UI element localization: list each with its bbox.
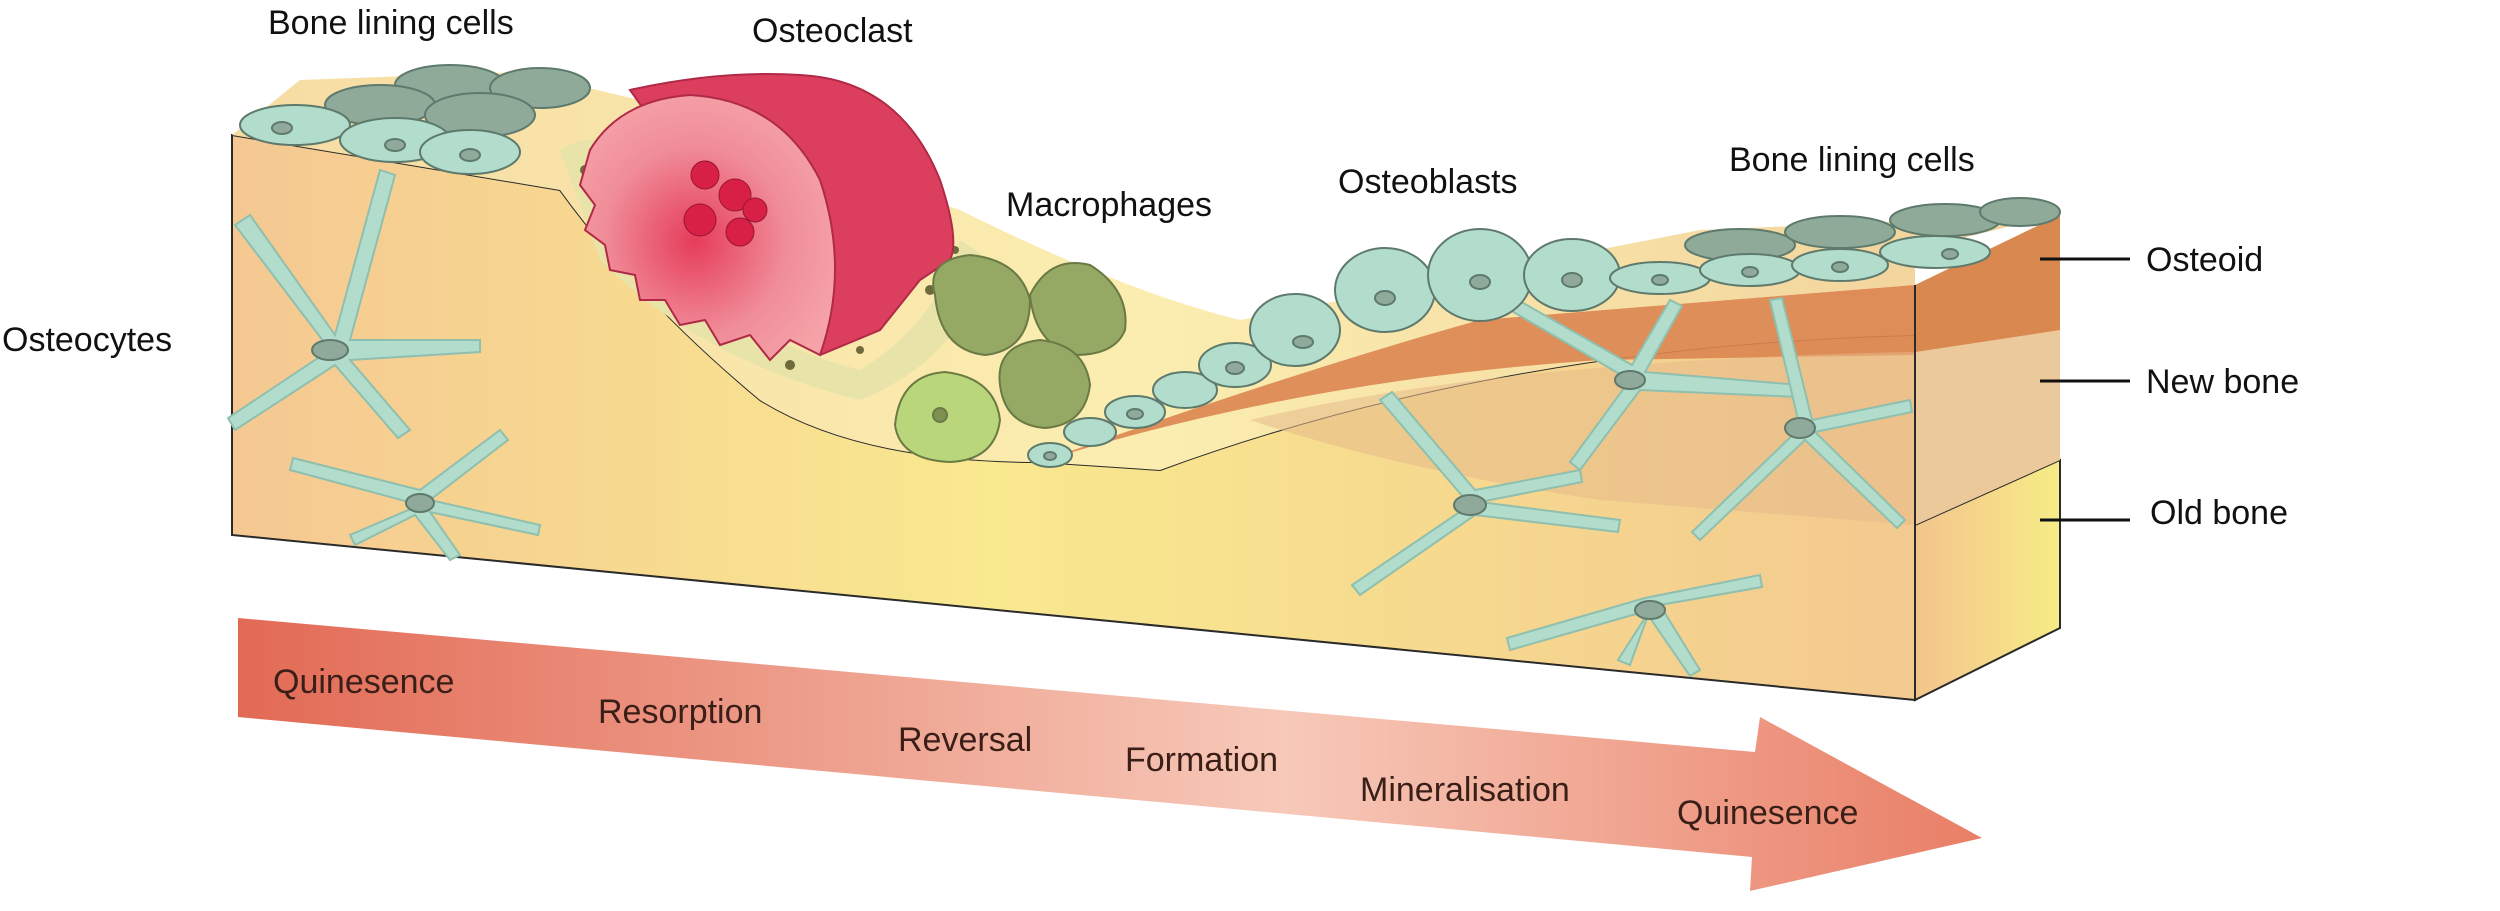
phase-label: Reversal [898,721,1032,759]
osteoclast-cell [578,73,955,362]
phase-label: Mineralisation [1360,771,1570,809]
label-osteoblasts: Osteoblasts [1338,163,1518,201]
osteocyte-cell [288,428,542,562]
label-osteoclast: Osteoclast [752,12,913,50]
phase-label: Formation [1125,741,1278,779]
bone-lining-cells-left [239,64,591,175]
phase-label: Quinesence [273,663,454,701]
macrophages-group [893,253,1127,464]
label-old-bone: Old bone [2150,494,2288,532]
osteocytes [226,168,1914,678]
osteocyte-cell [1350,390,1622,597]
phase-arrow [238,618,1982,891]
label-macrophages: Macrophages [1006,186,1212,224]
osteocyte-cell [226,168,481,440]
layer-indicators [2040,257,2130,522]
label-bone-lining-cells-right: Bone lining cells [1729,141,1975,179]
osteoid-layer [1040,250,2055,462]
phase-label: Resorption [598,693,762,731]
osteocyte-cell [1690,296,1914,542]
osteoblasts-group [1027,228,1621,468]
phase-label: Quinesence [1677,794,1858,832]
osteocyte-cell [1505,573,1764,678]
label-osteoid: Osteoid [2146,241,2263,279]
label-new-bone: New bone [2146,363,2299,401]
label-osteocytes: Osteocytes [2,321,172,359]
label-bone-lining-cells-left: Bone lining cells [268,4,514,42]
bone-lining-cells-right [1609,197,2061,295]
bone-side-new [1915,330,2060,525]
phase-arrow-shape [238,618,1982,891]
bone-side-osteoid [1915,215,2060,352]
